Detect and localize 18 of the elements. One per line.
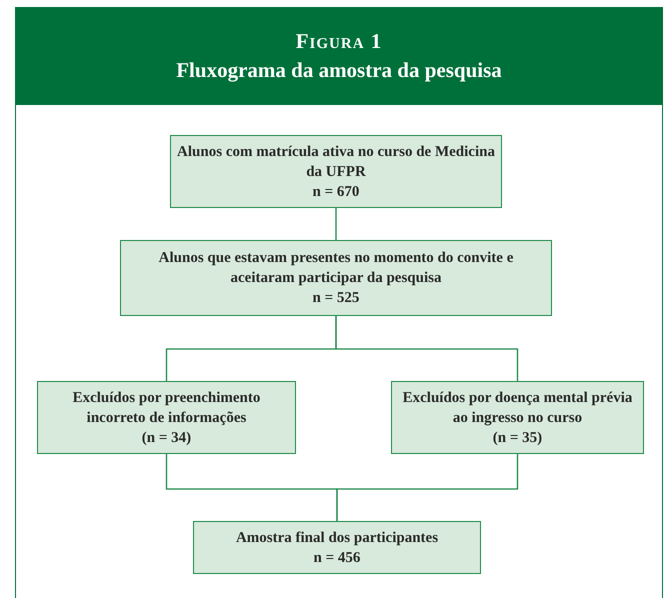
connector-line <box>335 208 337 240</box>
process-box <box>37 381 296 454</box>
process-box <box>170 135 502 208</box>
count-text: n = 525 <box>312 289 360 308</box>
process-box <box>193 521 481 574</box>
box-text: Amostra final dos participantes <box>236 528 438 548</box>
title: Fluxograma da amostra da pesquisa <box>176 58 502 83</box>
count-text: (n = 35) <box>492 428 542 448</box>
box-text: Excluídos por preenchimento incorreto de informações <box>72 388 262 428</box>
connector-line <box>336 454 518 521</box>
connector-line <box>335 316 518 381</box>
count-text: (n = 34) <box>142 428 192 448</box>
count-text: n = 456 <box>314 548 360 568</box>
box-text: Excluídos por doença mental prévia ao ingresso no curso <box>402 388 634 428</box>
count-text: n = 670 <box>312 182 360 202</box>
figure-label: Figura 1 <box>296 29 382 54</box>
process-box <box>391 381 644 454</box>
process-box <box>120 240 552 316</box>
